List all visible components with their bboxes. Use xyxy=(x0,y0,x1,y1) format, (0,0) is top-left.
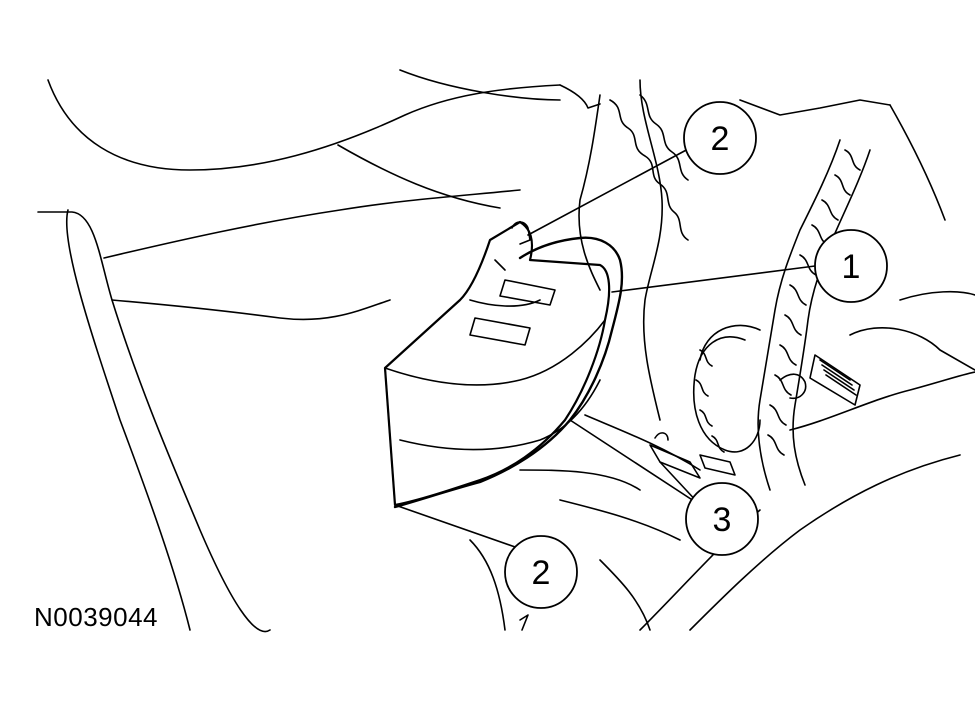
trim-panel-outline xyxy=(47,79,561,171)
leader-line-2-upper xyxy=(527,147,691,236)
figure-id: N0039044 xyxy=(34,602,158,632)
wire-loom-upper xyxy=(609,99,689,241)
callout-2-upper: 2 xyxy=(683,101,757,175)
callout-3-label: 3 xyxy=(713,501,732,539)
callout-1-label: 1 xyxy=(842,248,861,286)
right-connector xyxy=(809,354,861,406)
sensor-connector xyxy=(649,444,701,479)
callout-2-lower: 2 xyxy=(504,535,578,609)
connector-shell xyxy=(393,236,624,509)
harness-loop xyxy=(693,336,761,453)
leader-line-1 xyxy=(611,265,816,293)
leader-line-3a xyxy=(569,419,701,506)
callout-3: 3 xyxy=(685,482,759,556)
retaining-clip-upper xyxy=(511,221,531,245)
callout-2-lower-label: 2 xyxy=(532,554,551,592)
callout-2-upper-label: 2 xyxy=(711,120,730,158)
leader-line-2-lower xyxy=(394,504,519,549)
callout-1: 1 xyxy=(814,229,888,303)
wire-loom-right xyxy=(757,139,841,491)
module-body xyxy=(383,220,611,507)
